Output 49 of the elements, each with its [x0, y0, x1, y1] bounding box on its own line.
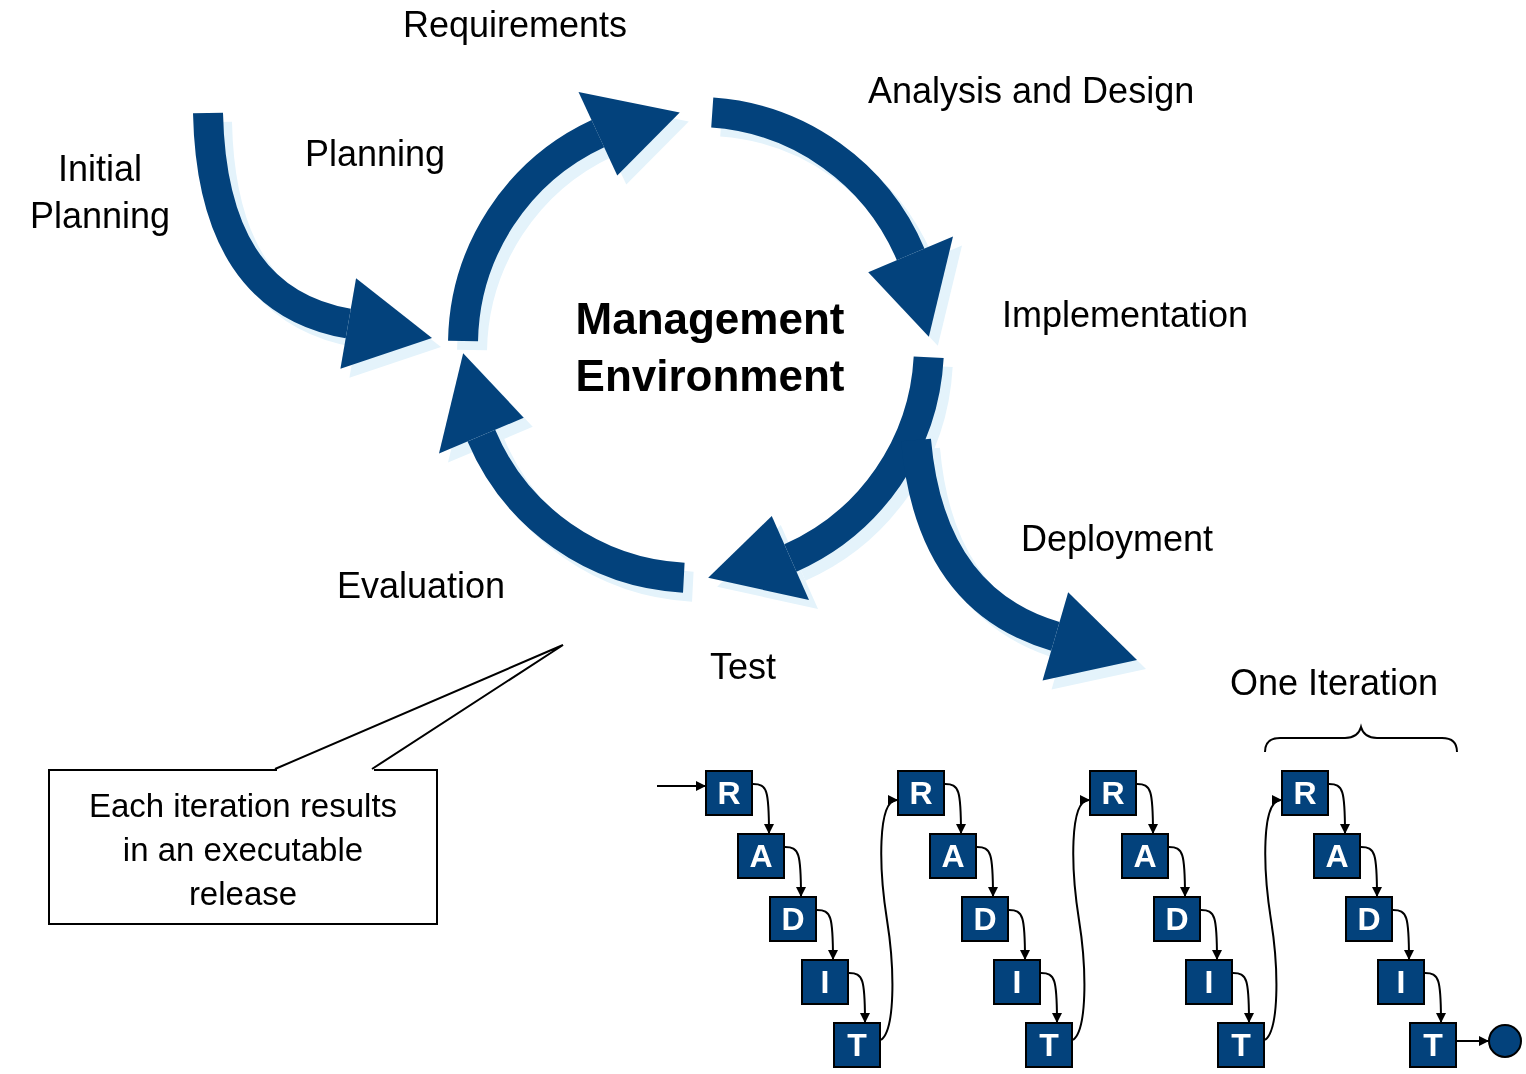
phase-box: A: [737, 833, 785, 879]
arrow: [1072, 797, 1090, 1041]
arrow: [1392, 909, 1414, 960]
arrow: [1040, 972, 1062, 1023]
phase-box: R: [705, 770, 753, 816]
phase-box: T: [1217, 1022, 1265, 1068]
phase-label: Initial Planning: [28, 147, 172, 238]
arrow: [1264, 797, 1282, 1041]
phase-box: D: [1153, 896, 1201, 942]
phase-box: D: [1345, 896, 1393, 942]
phase-box: T: [1409, 1022, 1457, 1068]
phase-label: Requirements: [403, 3, 628, 47]
phase-box: R: [1089, 770, 1137, 816]
arrow: [656, 781, 706, 791]
phase-box: T: [833, 1022, 881, 1068]
arrow: [1168, 846, 1190, 897]
arrow: [1008, 909, 1030, 960]
arrow: [784, 846, 806, 897]
end-circle: [1488, 1024, 1522, 1058]
phase-label: Evaluation: [337, 564, 506, 608]
arrow: [976, 846, 998, 897]
callout-box: Each iteration results in an executable release: [48, 769, 438, 925]
arrow: [1232, 972, 1254, 1023]
phase-box: D: [769, 896, 817, 942]
phase-label: Deployment: [1021, 517, 1214, 561]
phase-label: Test: [710, 645, 777, 689]
arrow: [1456, 1036, 1489, 1046]
phase-box: A: [1313, 833, 1361, 879]
phase-box: I: [801, 959, 849, 1005]
arrow: [1200, 909, 1222, 960]
phase-box: R: [897, 770, 945, 816]
arrow: [848, 972, 870, 1023]
phase-box: I: [1185, 959, 1233, 1005]
arrow: [1424, 972, 1446, 1023]
phase-label: Planning: [305, 132, 446, 176]
arrow: [816, 909, 838, 960]
arrow: [880, 797, 898, 1041]
phase-box: D: [961, 896, 1009, 942]
phase-box: I: [1377, 959, 1425, 1005]
phase-box: R: [1281, 770, 1329, 816]
phase-box: A: [929, 833, 977, 879]
center-label: Management Environment: [574, 293, 846, 403]
phase-label: Implementation: [1002, 293, 1249, 337]
phase-box: I: [993, 959, 1041, 1005]
phase-box: A: [1121, 833, 1169, 879]
phase-box: T: [1025, 1022, 1073, 1068]
arrow: [1360, 846, 1382, 897]
phase-label: One Iteration: [1230, 661, 1439, 705]
phase-label: Analysis and Design: [868, 69, 1195, 113]
